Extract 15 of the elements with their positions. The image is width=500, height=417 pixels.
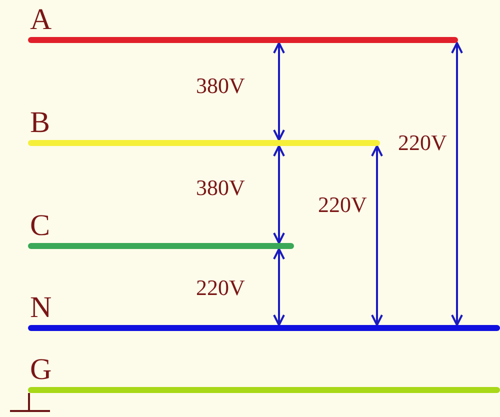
- line-label: G: [30, 355, 52, 385]
- line-label: A: [30, 5, 52, 35]
- voltage-arrow: [451, 42, 463, 326]
- voltage-arrow: [371, 145, 383, 326]
- line-label: N: [30, 293, 52, 323]
- voltage-arrow: [273, 145, 285, 244]
- conductor-line: [28, 37, 458, 43]
- line-label: B: [30, 108, 50, 138]
- conductor-line: [28, 140, 380, 146]
- conductor-line: [28, 243, 294, 249]
- voltage-arrow: [273, 248, 285, 326]
- conductor-line: [28, 325, 500, 331]
- conductor-line: [28, 387, 500, 393]
- voltage-arrow: [273, 42, 285, 141]
- line-label: C: [30, 211, 50, 241]
